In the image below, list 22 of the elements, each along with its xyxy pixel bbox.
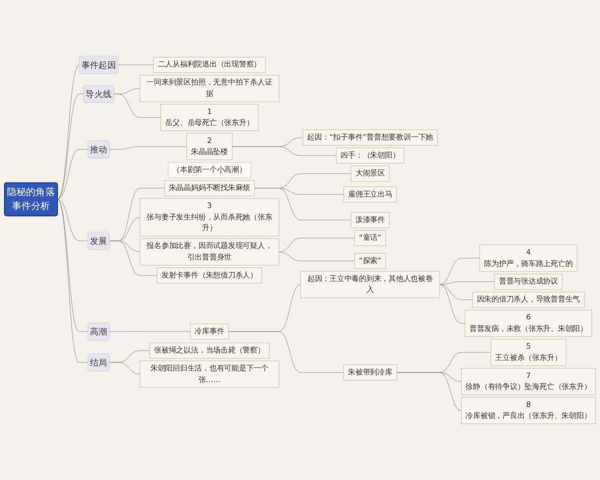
connector (57, 94, 84, 200)
connector (278, 252, 355, 262)
connector (254, 188, 352, 220)
connector (109, 331, 191, 332)
connector (109, 240, 158, 276)
connector (57, 199, 88, 363)
connector (109, 146, 187, 150)
connector (232, 146, 336, 156)
connector (57, 199, 88, 332)
connector (439, 284, 473, 300)
connector (228, 331, 344, 373)
connector (439, 258, 480, 285)
connector (109, 362, 140, 374)
connector (57, 149, 88, 200)
connector (57, 64, 80, 200)
connector (278, 238, 355, 252)
connector (57, 199, 88, 242)
connector (118, 64, 154, 66)
connector (396, 372, 462, 411)
connector (439, 284, 466, 324)
connector (439, 282, 495, 285)
connector (114, 94, 162, 118)
